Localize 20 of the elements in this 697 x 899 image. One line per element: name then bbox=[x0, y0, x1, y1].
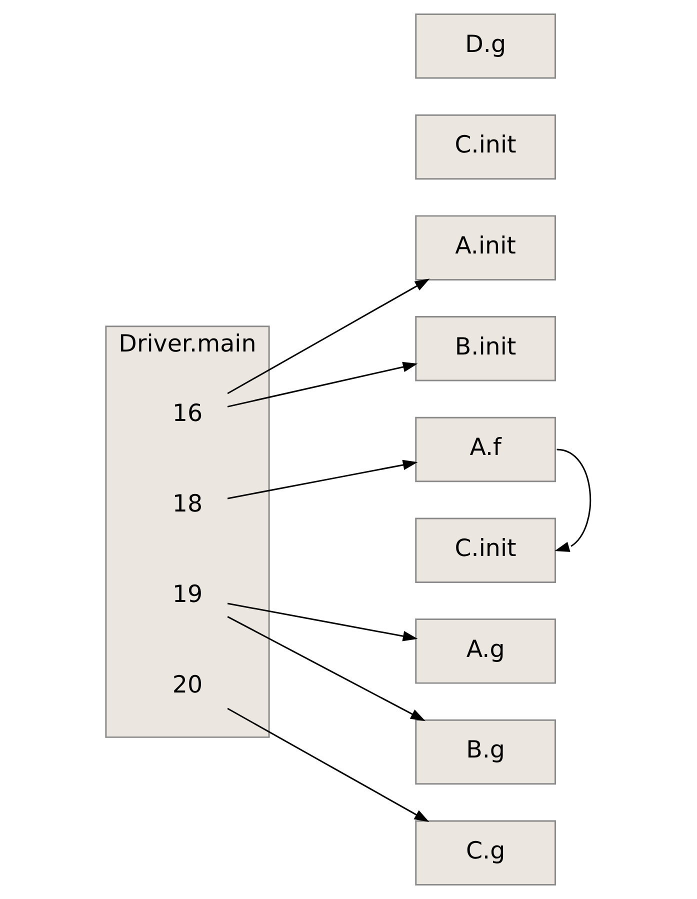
node-box: A.init bbox=[415, 215, 556, 280]
node-box: A.g bbox=[415, 618, 556, 684]
node-box: D.g bbox=[415, 14, 556, 79]
node-box: C.init bbox=[415, 114, 556, 180]
arrow bbox=[227, 602, 418, 642]
node-box: B.init bbox=[415, 316, 556, 382]
arrow bbox=[227, 278, 430, 394]
arrow bbox=[227, 362, 418, 408]
node-box: C.init bbox=[415, 518, 556, 583]
arrow bbox=[227, 460, 418, 500]
node-text: 16 bbox=[172, 399, 203, 428]
arrow bbox=[227, 616, 426, 722]
node-text: 20 bbox=[172, 670, 203, 698]
node-box: B.g bbox=[415, 719, 556, 785]
node-text: 19 bbox=[172, 580, 203, 608]
arrow bbox=[554, 448, 592, 552]
node-box: C.g bbox=[415, 820, 556, 886]
node-box: A.f bbox=[415, 416, 556, 482]
arrow bbox=[227, 708, 430, 822]
node-text: 18 bbox=[172, 489, 203, 518]
